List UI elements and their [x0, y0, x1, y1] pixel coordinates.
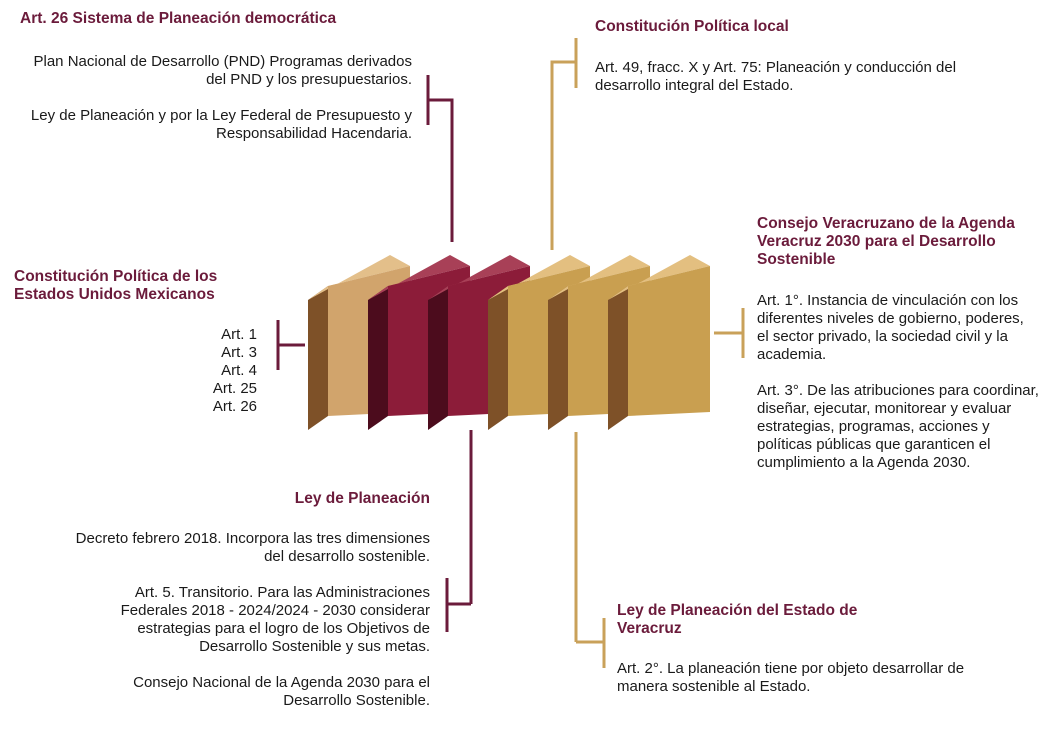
- block-ley-planeacion-title: Ley de Planeación: [294, 490, 430, 507]
- constitucion-federal-articles: Art. 1 Art. 3 Art. 4 Art. 25 Art. 26: [14, 326, 264, 416]
- block-ley-planeacion-veracruz: Ley de Planeación del Estado de Veracruz…: [617, 602, 987, 696]
- block-constitucion-local-p1: Art. 49, fracc. X y Art. 75: Planeación …: [595, 59, 957, 94]
- connector-ley-planeacion-veracruz: [574, 432, 606, 668]
- block-constitucion-federal-title: Constitución Política de los Estados Uni…: [14, 268, 218, 303]
- block-art26: Art. 26 Sistema de Planeación democrátic…: [20, 10, 412, 143]
- block-consejo-veracruzano-text: Art. 1°. Instancia de vinculación con lo…: [757, 292, 1039, 472]
- block-art26-text: Plan Nacional de Desarrollo (PND) Progra…: [20, 53, 412, 143]
- block-art26-p2: Ley de Planeación y por la Ley Federal d…: [30, 107, 412, 142]
- block-ley-planeacion-veracruz-text: Art. 2°. La planeación tiene por objeto …: [617, 660, 987, 696]
- block-ley-planeacion-veracruz-title: Ley de Planeación del Estado de Veracruz: [617, 602, 858, 637]
- block-ley-planeacion-text: Decreto febrero 2018. Incorpora las tres…: [70, 530, 430, 710]
- connector-ley-planeacion: [445, 430, 473, 632]
- block-constitucion-local-text: Art. 49, fracc. X y Art. 75: Planeación …: [595, 59, 975, 95]
- block-constitucion-local: Constitución Política local Art. 49, fra…: [595, 18, 975, 95]
- block-constitucion-federal: Constitución Política de los Estados Uni…: [14, 268, 264, 416]
- block-consejo-veracruzano-p2: Art. 3°. De las atribuciones para coordi…: [757, 382, 1039, 471]
- connector-constitucion-federal: [276, 320, 305, 370]
- block-ley-planeacion-p3: Consejo Nacional de la Agenda 2030 para …: [133, 674, 430, 709]
- connector-consejo-veracruzano: [714, 308, 745, 358]
- article-item: Art. 25: [212, 380, 257, 397]
- block-ley-planeacion-p1: Decreto febrero 2018. Incorpora las tres…: [75, 530, 430, 565]
- article-item: Art. 4: [221, 362, 257, 379]
- block-ley-planeacion-veracruz-p1: Art. 2°. La planeación tiene por objeto …: [617, 660, 965, 695]
- panel-6: [608, 255, 710, 430]
- article-item: Art. 1: [221, 326, 257, 343]
- connector-art26: [426, 75, 454, 242]
- block-consejo-veracruzano-title: Consejo Veracruzano de la Agenda Veracru…: [757, 215, 1015, 268]
- block-ley-planeacion: Ley de Planeación Decreto febrero 2018. …: [70, 490, 430, 710]
- connector-constitucion-local: [550, 38, 578, 250]
- article-item: Art. 3: [221, 344, 257, 361]
- article-item: Art. 26: [212, 398, 257, 415]
- block-ley-planeacion-p2: Art. 5. Transitorio. Para las Administra…: [120, 584, 430, 655]
- block-art26-title: Art. 26 Sistema de Planeación democrátic…: [20, 10, 337, 27]
- block-art26-p1: Plan Nacional de Desarrollo (PND) Progra…: [33, 53, 413, 88]
- block-consejo-veracruzano-p1: Art. 1°. Instancia de vinculación con lo…: [757, 292, 1024, 363]
- block-constitucion-local-title: Constitución Política local: [595, 18, 789, 35]
- block-consejo-veracruzano: Consejo Veracruzano de la Agenda Veracru…: [757, 215, 1039, 472]
